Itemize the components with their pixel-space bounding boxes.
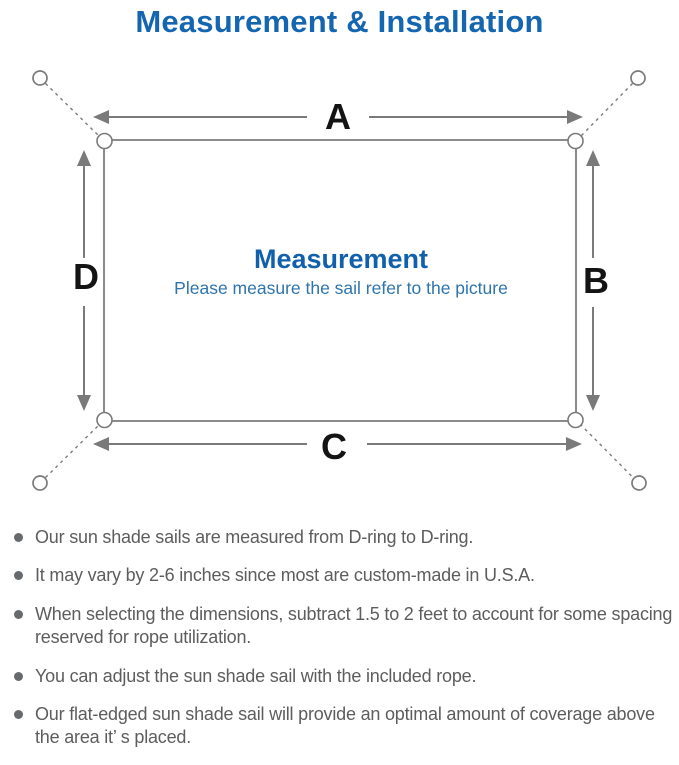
diagram-center-heading: Measurement [254, 244, 428, 274]
list-item: It may vary by 2-6 inches since most are… [14, 564, 673, 587]
rope-bottom-right [579, 423, 634, 478]
anchor-top-left-icon [32, 70, 48, 86]
dimension-labels: A B C D [73, 96, 609, 467]
bullet-icon [14, 671, 23, 681]
note-text: When selecting the dimensions, subtract … [35, 603, 673, 648]
anchor-bottom-left-icon [32, 475, 48, 491]
dim-label-b: B [583, 260, 609, 301]
anchor-points [32, 70, 647, 491]
page-title: Measurement & Installation [135, 4, 544, 39]
note-text: It may vary by 2-6 inches since most are… [35, 565, 535, 586]
measurement-diagram: A B C D Measurement Please measure the s… [32, 70, 647, 491]
dimension-arrows [77, 110, 600, 451]
sail-rectangle [103, 139, 577, 422]
notes-list: Our sun shade sails are measured from D-… [0, 526, 679, 765]
note-text: Our sun shade sails are measured from D-… [35, 527, 474, 547]
bullet-icon [14, 709, 23, 719]
bullet-icon [14, 571, 23, 581]
rope-top-left [45, 83, 101, 138]
anchor-bottom-right-icon [631, 475, 647, 491]
dim-label-c: C [321, 426, 347, 467]
anchor-top-right-icon [630, 70, 646, 86]
diagram-center-subtitle: Please measure the sail refer to the pic… [174, 278, 508, 298]
d-ring-top-left-icon [96, 132, 113, 150]
rope-bottom-left [45, 423, 101, 478]
d-ring-bottom-right-icon [567, 411, 584, 429]
list-item: When selecting the dimensions, subtract … [14, 603, 673, 650]
corner-rope-lines [45, 83, 634, 478]
rope-top-right [579, 83, 633, 138]
list-item: Our flat-edged sun shade sail will provi… [14, 703, 673, 750]
d-ring-top-right-icon [567, 132, 584, 150]
dim-label-d: D [73, 256, 99, 297]
d-rings [96, 132, 584, 429]
list-item: You can adjust the sun shade sail with t… [14, 665, 673, 688]
bullet-icon [14, 609, 23, 619]
d-ring-bottom-left-icon [96, 411, 113, 429]
note-text: Our flat-edged sun shade sail will provi… [35, 703, 655, 748]
dim-label-a: A [325, 96, 351, 137]
bullet-icon [14, 533, 23, 542]
list-item: Our sun shade sails are measured from D-… [14, 526, 673, 549]
note-text: You can adjust the sun shade sail with t… [35, 665, 477, 686]
